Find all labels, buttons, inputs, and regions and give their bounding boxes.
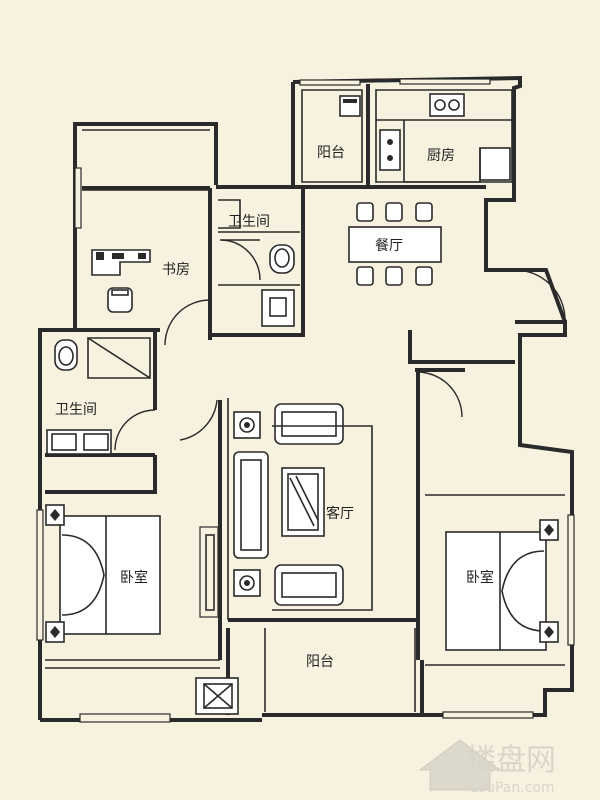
furniture — [45, 93, 559, 715]
watermark-brand: 楼盘网 — [466, 743, 556, 778]
label-living: 客厅 — [326, 505, 354, 522]
label-dining: 餐厅 — [375, 238, 403, 254]
watermark-url: LouPan.com — [470, 780, 555, 796]
label-balcony-bottom: 阳台 — [306, 654, 334, 670]
label-balcony-top: 阳台 — [317, 145, 345, 161]
label-bathroom-left: 卫生间 — [55, 402, 97, 418]
label-bathroom-top: 卫生间 — [228, 214, 270, 230]
interior-walls — [40, 84, 565, 715]
house-logo-icon — [418, 739, 502, 791]
watermark: 楼盘网 LouPan.com — [418, 739, 556, 796]
windows — [36, 78, 575, 723]
label-bedroom-right: 卧室 — [466, 569, 494, 586]
doors — [114, 239, 566, 451]
label-kitchen: 厨房 — [427, 148, 455, 164]
label-study: 书房 — [162, 262, 190, 278]
label-bedroom-left: 卧室 — [120, 569, 148, 586]
room-labels: 阳台 厨房 卫生间 书房 餐厅 卫生间 客厅 卧室 卧室 阳台 — [55, 145, 494, 670]
